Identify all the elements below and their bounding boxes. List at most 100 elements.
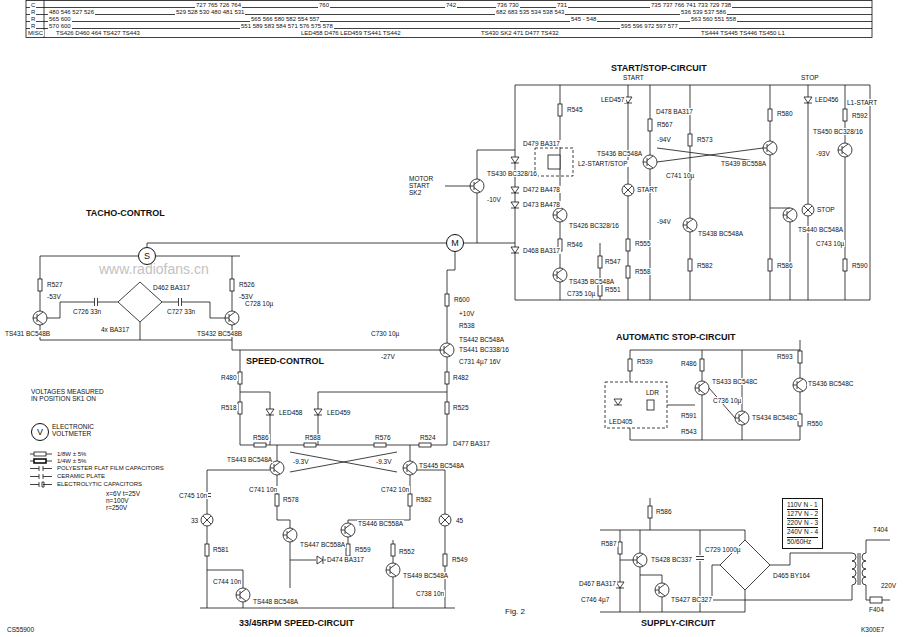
resistor-symbol — [374, 443, 386, 447]
resistor-symbol — [254, 443, 266, 447]
diode-symbol — [614, 399, 622, 405]
callout-label: -93V — [815, 150, 831, 157]
callout-label: x=6V t=25V n=100V r=250V — [105, 490, 141, 511]
resistor-symbol — [304, 443, 316, 447]
callout-label: 551 589 583 584 571 576 575 578 — [240, 23, 334, 29]
wire — [535, 148, 573, 176]
callout-label: MISC — [27, 30, 44, 36]
wire — [600, 498, 890, 612]
callout-label: TS431 BC548B — [4, 330, 51, 337]
callout-label: R555 — [634, 240, 652, 247]
callout-label: 735 737 766 741 733 729 738 — [650, 2, 732, 8]
callout-label: CS55900 — [6, 626, 35, 633]
transistor-symbol — [470, 179, 484, 193]
callout-label: R588 — [304, 434, 322, 441]
callout-label: R582 — [415, 496, 433, 503]
resistor-symbol — [626, 266, 630, 278]
callout-label: C741 10n — [248, 486, 278, 493]
callout-label: R580 — [776, 110, 794, 117]
transistor-symbol — [735, 411, 749, 425]
callout-label: LED405 — [608, 418, 634, 425]
callout-label: TS428 BC337 — [650, 556, 693, 563]
capacitor-symbol — [95, 298, 98, 306]
resistor-symbol — [798, 414, 802, 426]
callout-label: R573 — [696, 136, 714, 143]
callout-label: 480 546 527 526 — [48, 9, 95, 15]
callout-label: LED457 — [600, 96, 626, 103]
voltage-table: 110V N - 1127V N - 2220V N - 3240V N - 4… — [782, 498, 823, 549]
resistor-symbol — [843, 109, 847, 121]
callout-label: 727 765 726 764 — [195, 2, 242, 8]
transistor-symbol — [838, 143, 852, 157]
resistor-symbol — [688, 259, 692, 271]
callout-label: C738 10n — [415, 590, 445, 597]
callout-label: L2-START/STOP — [577, 160, 629, 167]
resistor-symbol — [843, 259, 847, 271]
callout-label: R582 — [696, 262, 714, 269]
callout-label: TS444 TS445 TS446 TS450 L1 — [700, 30, 786, 36]
capacitor-symbol — [95, 298, 705, 560]
transistor-symbol — [283, 528, 297, 542]
resistor-symbol — [445, 402, 449, 414]
resistor-symbol — [391, 544, 395, 556]
callout-label: R545 — [566, 106, 584, 113]
callout-label: TS441 BC338/16 — [458, 346, 510, 353]
callout-label: 220V — [880, 582, 897, 589]
callout-label: 545 - 548 — [570, 16, 597, 22]
resistor-symbol — [648, 119, 652, 131]
callout-label: D478 BA317 — [655, 108, 694, 115]
callout-label: TS438 BC548A — [697, 230, 744, 237]
callout-label: TS446 BC558A — [357, 520, 404, 527]
wire — [647, 400, 654, 410]
parts-table-grid — [26, 1, 872, 38]
callout-label: TS443 BC548A — [226, 456, 273, 463]
resistor-symbol — [768, 259, 772, 271]
legend-sample — [30, 466, 52, 471]
callout-label: R549 — [451, 556, 469, 563]
transistor-symbol — [553, 268, 567, 282]
section-title: SPEED-CONTROL — [245, 357, 325, 367]
callout-label: R538 — [458, 322, 476, 329]
wire — [605, 382, 667, 428]
transistor-symbol — [403, 461, 417, 475]
callout-label: R552 — [398, 548, 416, 555]
legend-text: ELECTROLYTIC CAPACITORS — [56, 481, 143, 487]
transistor-symbol — [783, 208, 797, 222]
wire — [200, 350, 455, 608]
wire — [870, 597, 882, 603]
lamp-symbol — [802, 204, 814, 216]
callout-label: R591 — [680, 412, 698, 419]
resistor-symbol — [628, 359, 632, 371]
legend-text: CERAMIC PLATE — [56, 473, 106, 479]
lamp-symbol — [201, 514, 213, 526]
callout-label: R578 — [282, 496, 300, 503]
resistor-symbol — [38, 279, 42, 291]
transistor-symbol — [633, 553, 647, 567]
callout-label: TS448 BC548A — [252, 598, 299, 605]
callout-label: R587 — [600, 540, 618, 547]
callout-label: TS450 BC328/16 — [812, 128, 864, 135]
resistor-symbol — [618, 542, 622, 554]
callout-label: TS433 BC548C — [711, 378, 759, 385]
callout-label: R592 — [851, 112, 869, 119]
parts-table-grid — [26, 1, 872, 38]
wire — [852, 553, 866, 585]
callout-label: R546 — [566, 241, 584, 248]
wire — [445, 85, 870, 300]
diode-symbol — [511, 202, 519, 208]
callout-label: R551 — [604, 286, 622, 293]
callout-label: 595 596 972 597 577 — [620, 23, 679, 29]
callout-label: START — [636, 186, 659, 193]
callout-label: R518 — [220, 404, 238, 411]
callout-label: +10V — [458, 310, 475, 317]
callout-label: -94V — [656, 136, 672, 143]
callout-label: R543 — [680, 428, 698, 435]
callout-label: D465 BY164 — [772, 572, 811, 579]
callout-label: C746 4µ7 — [580, 596, 610, 603]
callout-label: C728 10µ — [244, 300, 274, 307]
section-title: START/STOP-CIRCUIT — [610, 64, 708, 74]
resistor-symbol — [38, 104, 847, 566]
transistor-symbol — [386, 563, 400, 577]
callout-label: C743 10µ — [815, 240, 845, 247]
